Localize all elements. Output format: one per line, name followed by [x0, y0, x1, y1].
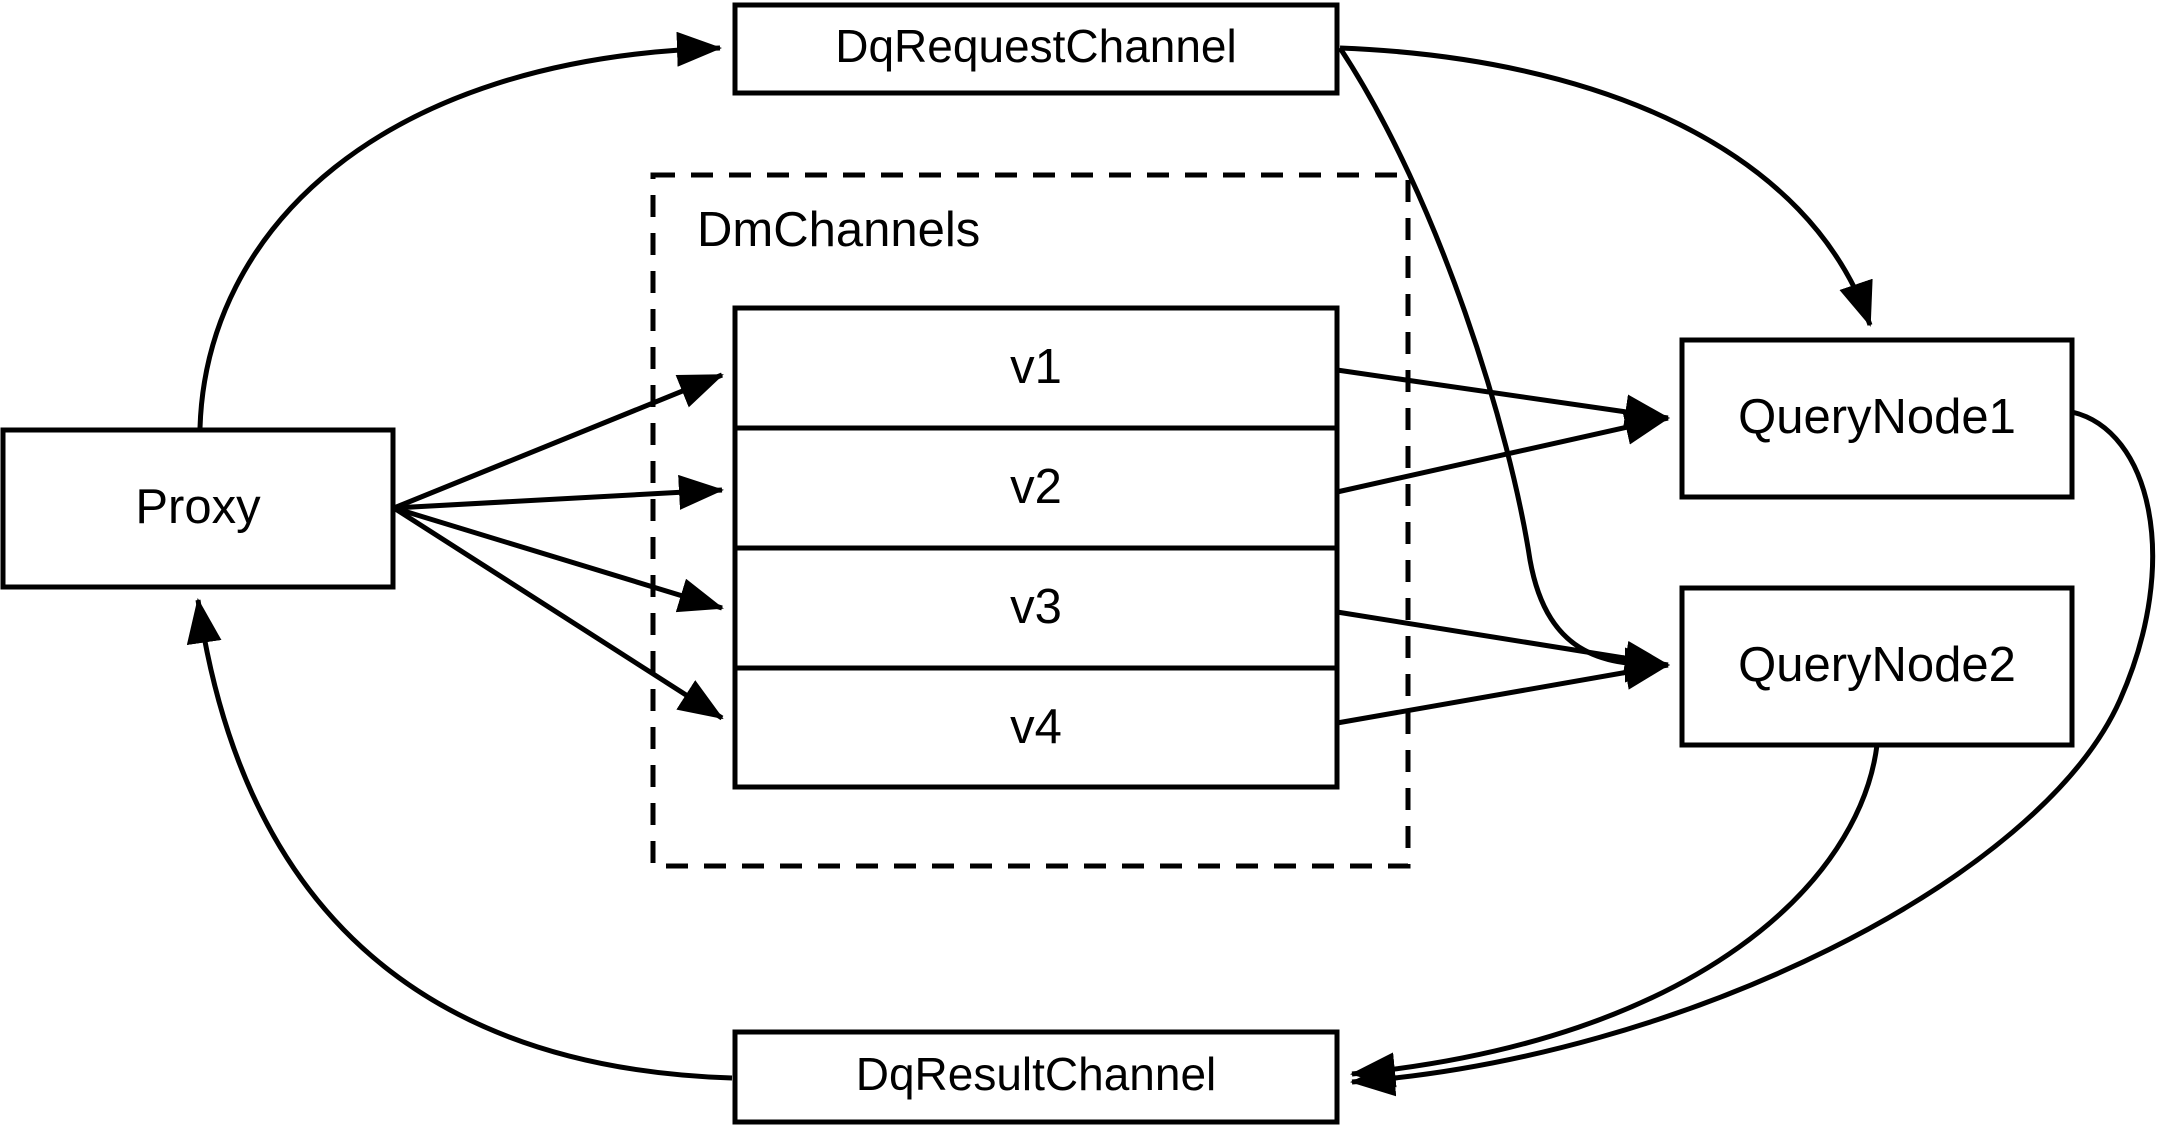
channel-label-v4: v4	[1010, 700, 1062, 754]
node-dqresultchannel-box[interactable]	[732, 1029, 1340, 1125]
node-dqrequestchannel-box[interactable]	[732, 2, 1340, 96]
node-proxy-box[interactable]	[0, 427, 396, 590]
edge-v4-to-querynode2	[1336, 655, 1670, 726]
edge-dqrequestchannel-to-querynode1	[1339, 45, 1873, 327]
edge-v3-to-querynode2	[1336, 609, 1670, 676]
dmchannels-group-box	[650, 172, 1411, 869]
edge-dqresultchannel-to-proxy	[186, 598, 733, 1081]
edge-proxy-to-v4	[392, 505, 724, 721]
node-querynode1-label: QueryNode1	[1738, 390, 2016, 444]
node-querynode2-label: QueryNode2	[1738, 638, 2016, 692]
edge-dqrequestchannel-to-querynode2	[1337, 46, 1670, 683]
edge-proxy-to-v3	[393, 505, 724, 613]
dmchannels-group-label: DmChannels	[697, 203, 980, 257]
edge-v2-to-querynode1	[1336, 410, 1670, 495]
channel-label-v1: v1	[1010, 340, 1062, 394]
edge-querynode1-to-dqresultchannel	[1350, 409, 2156, 1097]
edge-proxy-to-dqrequestchannel	[197, 31, 722, 429]
edge-proxy-to-v1	[393, 372, 724, 511]
channel-label-v3: v3	[1010, 580, 1062, 634]
node-dqrequestchannel-label: DqRequestChannel	[835, 20, 1237, 72]
edge-v1-to-querynode1	[1336, 367, 1670, 430]
node-querynode1-box[interactable]	[1679, 337, 2075, 500]
channel-label-v2: v2	[1010, 460, 1062, 514]
edge-proxy-to-v2	[393, 474, 724, 511]
node-dqresultchannel-label: DqResultChannel	[856, 1048, 1217, 1100]
node-proxy-label: Proxy	[135, 480, 261, 534]
node-querynode2-box[interactable]	[1679, 585, 2075, 748]
edge-querynode2-to-dqresultchannel	[1350, 744, 1880, 1088]
